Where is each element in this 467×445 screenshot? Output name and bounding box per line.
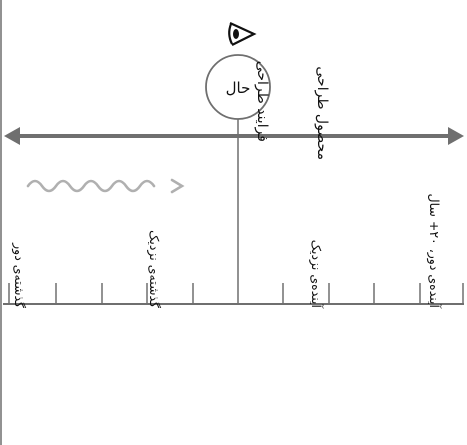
near-future-label: آینده‌ی نزدیک — [308, 240, 324, 309]
design-product-label: محصول طراحی — [314, 66, 330, 160]
present-label: حال — [226, 79, 251, 97]
far-future-label: آینده‌ی دور، ۲۰+ سال — [426, 194, 442, 309]
near-past-label: گذشته‌ی نزدیک — [146, 230, 162, 308]
time-arrow — [4, 127, 464, 145]
wavy-arrow-icon — [26, 178, 185, 194]
far-past-label: گذشته‌ی دور — [11, 242, 27, 308]
eye-icon — [228, 22, 257, 46]
design-process-label: فرایند طراحی — [254, 61, 270, 142]
bottom-axis — [3, 283, 464, 305]
